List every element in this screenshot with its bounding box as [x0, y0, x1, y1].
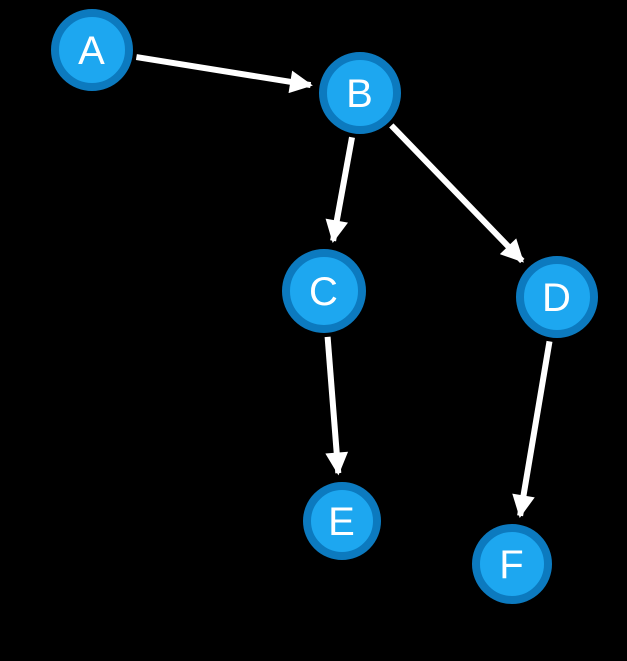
node-D[interactable]: D	[516, 256, 598, 338]
node-B[interactable]: B	[319, 52, 401, 134]
node-A[interactable]: A	[51, 9, 133, 91]
node-C-circle[interactable]	[282, 249, 366, 333]
edge-B-C	[325, 136, 355, 244]
node-F-circle[interactable]	[472, 524, 552, 604]
nodes-layer: A B C D E F	[51, 9, 598, 604]
edges-layer	[135, 54, 553, 518]
node-B-circle[interactable]	[319, 52, 401, 134]
node-E-circle[interactable]	[303, 482, 381, 560]
node-A-circle[interactable]	[51, 9, 133, 91]
node-C[interactable]: C	[282, 249, 366, 333]
node-D-circle[interactable]	[516, 256, 598, 338]
edge-D-F	[512, 340, 553, 518]
edge-B-D	[389, 123, 525, 264]
node-E[interactable]: E	[303, 482, 381, 560]
edge-A-B	[135, 54, 313, 94]
node-F[interactable]: F	[472, 524, 552, 604]
edge-C-E	[324, 336, 349, 476]
